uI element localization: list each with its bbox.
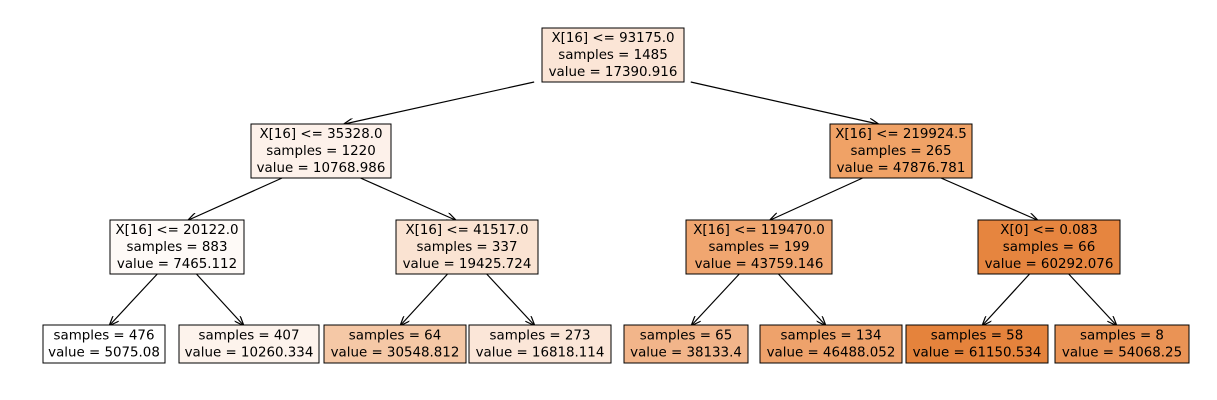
node-label-n6-line-0: X[0] <= 0.083 <box>1000 223 1097 238</box>
node-label-n4-line-0: X[16] <= 41517.0 <box>406 223 529 238</box>
edge-n6-n14 <box>1068 273 1116 325</box>
node-label-n5-line-2: value = 43759.146 <box>695 257 824 272</box>
node-label-n4-line-2: value = 19425.724 <box>403 257 532 272</box>
tree-node-n4: X[16] <= 41517.0 samples = 337 value = 194… <box>395 219 539 275</box>
node-label-n1-line-0: X[16] <= 35328.0 <box>260 127 383 142</box>
tree-node-n6: X[0] <= 0.083 samples = 66 value = 60292.0… <box>977 219 1121 275</box>
node-label-n9-line-1: value = 30548.812 <box>331 346 460 361</box>
node-label-n9-line-0: samples = 64 <box>349 329 441 344</box>
edge-n6-n13 <box>983 273 1031 325</box>
node-box-n2 <box>829 123 973 179</box>
node-label-n10-line-1: value = 16818.114 <box>476 346 605 361</box>
edge-n5-n12 <box>777 273 825 325</box>
tree-node-n14: samples = 8 value = 54068.25 <box>1054 324 1190 364</box>
node-label-n1-line-2: value = 10768.986 <box>257 161 386 176</box>
node-box-n6 <box>977 219 1121 275</box>
tree-node-n0: X[16] <= 93175.0 samples = 1485 value = 17… <box>541 27 685 83</box>
node-label-n7-line-0: samples = 476 <box>54 329 155 344</box>
node-label-n3-line-2: value = 7465.112 <box>117 257 237 272</box>
tree-node-n10: samples = 273 value = 16818.114 <box>468 324 612 364</box>
edge-n0-n1 <box>344 81 535 124</box>
tree-node-n1: X[16] <= 35328.0 samples = 1220 value = 10… <box>250 123 392 179</box>
node-box-n8 <box>178 324 320 364</box>
node-box-n7 <box>42 324 166 364</box>
tree-node-n11: samples = 65 value = 38133.4 <box>623 324 749 364</box>
node-label-n12-line-1: value = 46488.052 <box>767 346 896 361</box>
node-box-n4 <box>395 219 539 275</box>
node-label-n5-line-1: samples = 199 <box>709 240 810 255</box>
edge-n4-n9 <box>401 273 449 325</box>
node-label-n3-line-0: X[16] <= 20122.0 <box>116 223 239 238</box>
edge-n4-n10 <box>486 273 534 325</box>
node-box-n14 <box>1054 324 1190 364</box>
node-label-n13-line-1: value = 61150.534 <box>913 346 1042 361</box>
node-box-n11 <box>623 324 749 364</box>
node-label-n12-line-0: samples = 134 <box>781 329 882 344</box>
edge-n2-n6 <box>940 177 1037 220</box>
node-box-n1 <box>250 123 392 179</box>
tree-node-n9: samples = 64 value = 30548.812 <box>323 324 467 364</box>
node-label-n8-line-0: samples = 407 <box>199 329 300 344</box>
node-label-n11-line-1: value = 38133.4 <box>630 346 742 361</box>
edge-n2-n5 <box>770 177 863 220</box>
node-label-n6-line-1: samples = 66 <box>1003 240 1095 255</box>
node-label-n0-line-1: samples = 1485 <box>558 48 667 63</box>
edge-n1-n4 <box>360 177 455 220</box>
node-label-n7-line-1: value = 5075.08 <box>48 346 160 361</box>
node-box-n3 <box>109 219 245 275</box>
tree-node-n7: samples = 476 value = 5075.08 <box>42 324 166 364</box>
edge-n0-n2 <box>690 81 878 124</box>
tree-node-n13: samples = 58 value = 61150.534 <box>905 324 1049 364</box>
tree-node-n5: X[16] <= 119470.0 samples = 199 value = 43… <box>685 219 833 275</box>
node-label-n0-line-0: X[16] <= 93175.0 <box>552 31 675 46</box>
node-box-n0 <box>541 27 685 83</box>
tree-node-n12: samples = 134 value = 46488.052 <box>759 324 903 364</box>
node-box-n12 <box>759 324 903 364</box>
node-label-n10-line-0: samples = 273 <box>490 329 591 344</box>
node-label-n5-line-0: X[16] <= 119470.0 <box>693 223 825 238</box>
node-label-n0-line-2: value = 17390.916 <box>549 65 678 80</box>
edge-n1-n3 <box>189 177 283 220</box>
node-box-n9 <box>323 324 467 364</box>
tree-nodes: X[16] <= 93175.0 samples = 1485 value = 17… <box>42 27 1190 364</box>
node-label-n13-line-0: samples = 58 <box>931 329 1023 344</box>
tree-node-n8: samples = 407 value = 10260.334 <box>178 324 320 364</box>
node-label-n2-line-1: samples = 265 <box>851 144 952 159</box>
node-label-n2-line-2: value = 47876.781 <box>837 161 966 176</box>
tree-node-n2: X[16] <= 219924.5 samples = 265 value = 47… <box>829 123 973 179</box>
edge-n5-n11 <box>692 273 740 325</box>
node-box-n5 <box>685 219 833 275</box>
node-label-n8-line-1: value = 10260.334 <box>185 346 314 361</box>
node-label-n14-line-1: value = 54068.25 <box>1062 346 1182 361</box>
node-box-n10 <box>468 324 612 364</box>
node-label-n4-line-1: samples = 337 <box>417 240 518 255</box>
node-label-n14-line-0: samples = 8 <box>1080 329 1164 344</box>
tree-node-n3: X[16] <= 20122.0 samples = 883 value = 746… <box>109 219 245 275</box>
node-label-n11-line-0: samples = 65 <box>640 329 732 344</box>
node-label-n3-line-1: samples = 883 <box>127 240 228 255</box>
tree-edges <box>110 81 1116 325</box>
edge-n3-n7 <box>110 273 158 325</box>
node-label-n2-line-0: X[16] <= 219924.5 <box>835 127 967 142</box>
node-label-n6-line-2: value = 60292.076 <box>985 257 1114 272</box>
node-label-n1-line-1: samples = 1220 <box>266 144 375 159</box>
node-box-n13 <box>905 324 1049 364</box>
edge-n3-n8 <box>195 273 243 325</box>
